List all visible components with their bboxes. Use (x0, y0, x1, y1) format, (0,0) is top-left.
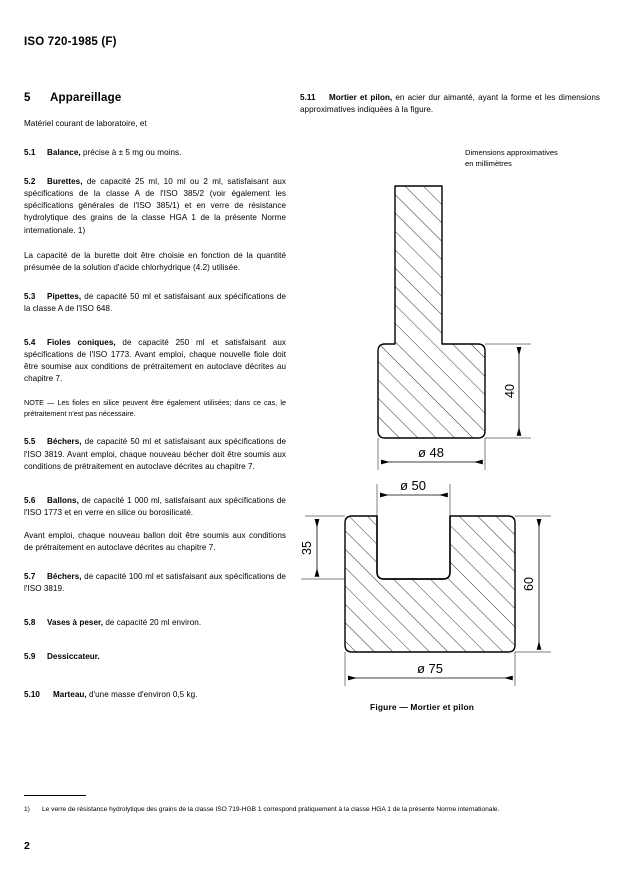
clause-text: de capacité 25 ml, 10 ml ou 2 ml, satisf… (24, 177, 286, 235)
left-column: 5 Appareillage Matériel courant de labora… (24, 92, 286, 715)
dimension-mortar-outer-diameter: ø 75 (348, 661, 513, 681)
clause-5-9: 5.9 Dessiccateur. (24, 651, 286, 663)
dimensions-note-line-2: en millimètres (465, 159, 512, 168)
clause-number: 5.9 (24, 652, 36, 662)
clause-5-8: 5.8 Vases à peser, de capacité 20 ml envi… (24, 617, 286, 629)
section-title: Appareillage (50, 92, 122, 104)
dimensions-note-line-1: Dimensions approximatives (465, 148, 558, 157)
clause-term: Béchers, (47, 572, 82, 582)
clause-5-10: 5.10 Marteau, d'une masse d'environ 0,5 k… (24, 689, 286, 701)
dimension-pestle-head-diameter: ø 48 (381, 445, 483, 465)
clause-number: 5.6 (24, 495, 36, 505)
dimension-label-40: 40 (503, 384, 517, 398)
page-number: 2 (24, 840, 30, 852)
dimension-mortar-bore-depth: 35 (300, 519, 320, 577)
clause-5-11: 5.11 Mortier et pilon, en acier dur aiman… (300, 92, 600, 116)
figure-dimensions-note: Dimensions approximatives en millimètres (465, 147, 558, 169)
clause-text: précise à ± 5 mg ou moins. (80, 148, 182, 158)
mortar-bore-outline (376, 516, 451, 580)
paragraph-burette-capacity: La capacité de la burette doit être choi… (24, 250, 286, 272)
clause-number: 5.7 (24, 572, 36, 582)
clause-term: Pipettes, (47, 291, 82, 301)
clause-term: Marteau, (53, 690, 87, 700)
clause-term: Mortier et pilon, (329, 93, 393, 102)
clause-5-4: 5.4 Fioles coniques, de capacité 250 ml e… (24, 337, 286, 385)
footnote-separator-rule (24, 795, 86, 796)
section-intro: Matériel courant de laboratoire, et (24, 119, 147, 128)
clause-number: 5.4 (24, 338, 36, 348)
footnote-marker: 1) (24, 806, 30, 813)
section-number: 5 (24, 92, 31, 104)
dimension-label-d50: ø 50 (400, 478, 426, 493)
dimension-label-d48: ø 48 (418, 445, 444, 460)
dimension-label-60: 60 (522, 577, 536, 591)
clause-number: 5.3 (24, 291, 36, 301)
clause-term: Béchers, (47, 437, 82, 447)
dimension-mortar-height: 60 (522, 519, 542, 650)
footnote: 1) Le verre de résistance hydrolytique de… (24, 805, 598, 815)
mortar-outline (344, 515, 516, 653)
clause-number: 5.10 (24, 690, 40, 700)
dimension-label-d75: ø 75 (417, 661, 443, 676)
clause-number: 5.2 (24, 177, 36, 187)
clause-term: Ballons, (47, 495, 79, 505)
clause-text: de capacité 100 ml et satisfaisant aux s… (24, 572, 286, 594)
clause-text: de capacité 20 ml environ. (103, 618, 202, 628)
clause-text: en acier dur aimanté, ayant la forme et … (300, 93, 600, 115)
pestle-profile (377, 185, 486, 439)
dimension-label-35: 35 (300, 541, 314, 555)
clause-text: de capacité 1 000 ml, satisfaisant aux s… (24, 495, 286, 517)
clause-text: de capacité 50 ml et satisfaisant aux sp… (24, 437, 286, 471)
dimension-pestle-head-height: 40 (503, 347, 522, 436)
pestle-outline (377, 185, 486, 439)
paragraph-ballon-pretreatment: Avant emploi, chaque nouveau ballon doit… (24, 530, 286, 552)
note-fioles-silice: NOTE — Les fioles en silice peuvent être… (24, 398, 286, 418)
clause-term: Fioles coniques, (47, 338, 116, 348)
clause-5-7: 5.7 Béchers, de capacité 100 ml et satisf… (24, 571, 286, 595)
clause-number: 5.1 (24, 148, 36, 158)
clause-5-2: 5.2 Burettes, de capacité 25 ml, 10 ml ou… (24, 176, 286, 236)
right-column: 5.11 Mortier et pilon, en acier dur aiman… (300, 92, 600, 712)
clause-text: de capacité 250 ml et satisfaisant aux s… (24, 338, 287, 384)
clause-term: Balance, (47, 148, 81, 158)
clause-5-1: 5.1 Balance, précise à ± 5 mg ou moins. (24, 147, 286, 159)
dimension-mortar-bore-diameter: ø 50 (380, 478, 448, 498)
page-header-standard-ref: ISO 720-1985 (F) (24, 36, 117, 48)
clause-term: Dessiccateur. (47, 652, 100, 662)
footnote-text: Le verre de résistance hydrolytique des … (42, 806, 500, 813)
mortar-profile (344, 515, 516, 653)
clause-5-6: 5.6 Ballons, de capacité 1 000 ml, satisf… (24, 495, 286, 519)
clause-text: d'une masse d'environ 0,5 kg. (86, 690, 198, 700)
figure-caption: Figure — Mortier et pilon (370, 702, 475, 712)
clause-term: Vases à peser, (47, 618, 104, 628)
clause-term: Burettes, (47, 177, 83, 187)
clause-number: 5.5 (24, 437, 36, 447)
clause-number: 5.11 (300, 93, 316, 102)
figure-mortar-and-pestle-drawing: 40 ø 48 ø (295, 150, 622, 710)
clause-5-3: 5.3 Pipettes, de capacité 50 ml et satisf… (24, 291, 286, 315)
section-heading: 5 Appareillage (24, 92, 286, 104)
clause-text: de capacité 50 ml et satisfaisant aux sp… (24, 291, 286, 313)
clause-5-5: 5.5 Béchers, de capacité 50 ml et satisfa… (24, 436, 286, 472)
clause-number: 5.8 (24, 618, 36, 628)
